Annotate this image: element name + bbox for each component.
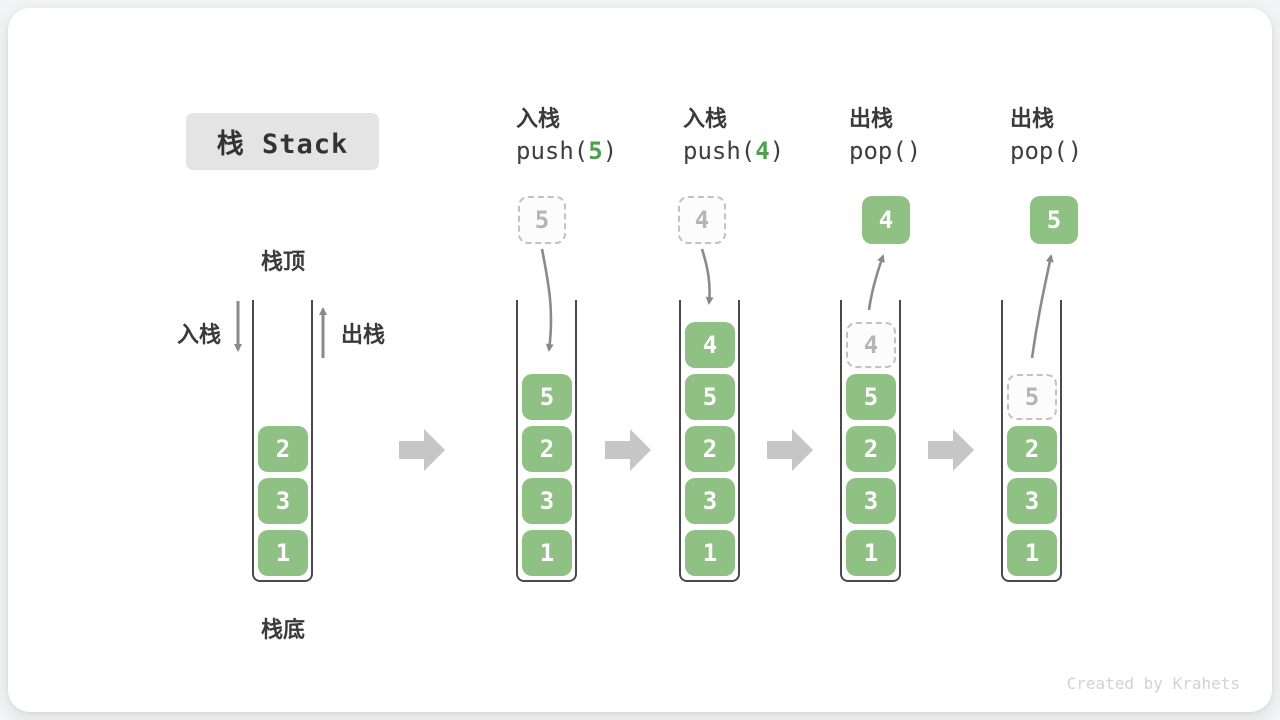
stack-container-4: [840, 300, 901, 582]
stack-container-3: [679, 300, 740, 582]
op-title: 出栈: [1010, 107, 1055, 132]
op-header-push4: 入栈 push(4): [683, 106, 784, 168]
stack-item: 1: [1007, 530, 1057, 576]
op-header-pop1: 出栈 pop(): [849, 106, 921, 168]
stack-item: 1: [846, 530, 896, 576]
code-close: ): [906, 137, 922, 165]
stack-item: 2: [685, 426, 735, 472]
stack-bottom-label: 栈底: [260, 618, 305, 643]
stack-top-label: 栈顶: [260, 250, 305, 275]
stack-item: 2: [846, 426, 896, 472]
op-header-push5: 入栈 push(5): [516, 106, 617, 168]
op-title: 入栈: [683, 107, 728, 132]
pop-side-label: 出栈: [341, 323, 386, 348]
stack-item: 3: [1007, 478, 1057, 524]
stack-item: 3: [685, 478, 735, 524]
push-side-label: 入栈: [177, 323, 222, 348]
stack-item: 2: [258, 426, 308, 472]
stack-container-1: [252, 300, 313, 582]
code-arg: 4: [755, 137, 770, 165]
stack-item: 5: [846, 374, 896, 420]
stack-item: 1: [258, 530, 308, 576]
stack-item-ghost: 5: [1007, 374, 1057, 420]
stack-item: 5: [522, 374, 572, 420]
stack-item: 5: [685, 374, 735, 420]
op-code: pop(): [849, 134, 921, 168]
code-close: ): [769, 137, 785, 165]
code-fn: push(: [683, 137, 756, 165]
stack-item: 2: [1007, 426, 1057, 472]
code-fn: pop(: [849, 137, 907, 165]
op-title: 出栈: [849, 107, 894, 132]
op-code: pop(): [1010, 134, 1082, 168]
op-header-pop2: 出栈 pop(): [1010, 106, 1082, 168]
title-badge: 栈 Stack: [186, 113, 379, 170]
op-code: push(4): [683, 134, 784, 168]
stack-item: 3: [522, 478, 572, 524]
stack-container-2: [516, 300, 577, 582]
popped-item-4: 4: [862, 196, 910, 244]
popped-item-5: 5: [1030, 196, 1078, 244]
incoming-item-5: 5: [518, 196, 566, 244]
stack-item: 4: [685, 322, 735, 368]
watermark: Created by Krahets: [1066, 674, 1240, 693]
stack-item: 1: [522, 530, 572, 576]
code-close: ): [1067, 137, 1083, 165]
code-fn: push(: [516, 137, 589, 165]
stack-container-5: [1001, 300, 1062, 582]
stack-item: 3: [258, 478, 308, 524]
op-title: 入栈: [516, 107, 561, 132]
stack-item: 3: [846, 478, 896, 524]
stack-item: 1: [685, 530, 735, 576]
stack-item: 2: [522, 426, 572, 472]
code-close: ): [602, 137, 618, 165]
incoming-item-4: 4: [678, 196, 726, 244]
op-code: push(5): [516, 134, 617, 168]
stack-item-ghost: 4: [846, 322, 896, 368]
code-fn: pop(: [1010, 137, 1068, 165]
code-arg: 5: [588, 137, 603, 165]
